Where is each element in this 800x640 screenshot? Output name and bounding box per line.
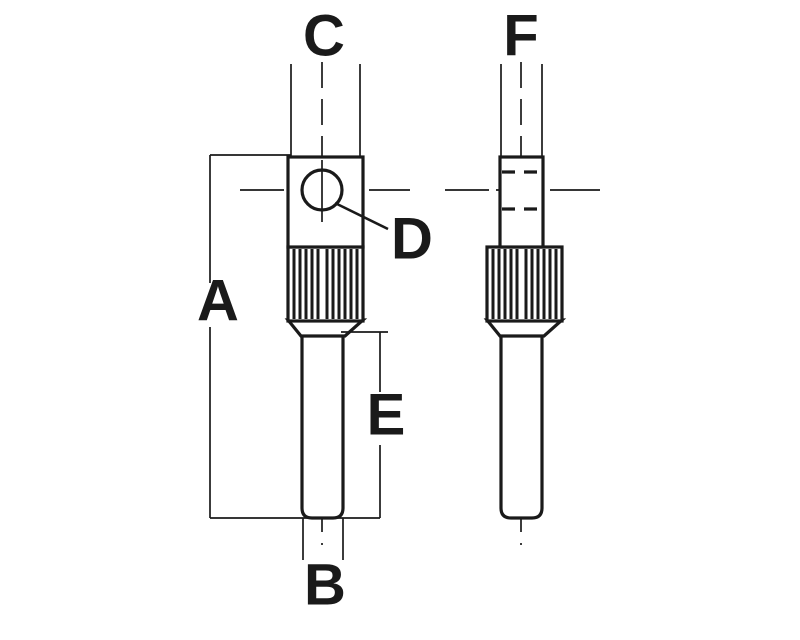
- dimension-a-group: A: [197, 154, 380, 519]
- dimension-f-group: F: [500, 3, 543, 157]
- dimension-e-group: E: [341, 331, 406, 518]
- dimension-b-group: B: [302, 518, 346, 617]
- dimension-c-group: C: [290, 3, 361, 157]
- side-view-pin-shaft: [499, 333, 544, 520]
- dimension-label-d: D: [391, 206, 433, 271]
- dimension-label-e: E: [367, 382, 406, 447]
- dimension-d-leader: [334, 201, 389, 231]
- dimension-d-group: D: [334, 201, 433, 271]
- dimension-label-a: A: [197, 268, 239, 333]
- dimension-label-c: C: [303, 3, 345, 68]
- dimension-label-b: B: [304, 552, 346, 617]
- front-view-knurl-stripes: [292, 249, 359, 319]
- front-view-group: [240, 62, 410, 545]
- side-view-group: [445, 62, 600, 545]
- side-view-knurl-stripes: [491, 249, 558, 319]
- front-view-pin-shaft: [300, 333, 345, 520]
- dimension-label-f: F: [503, 3, 538, 68]
